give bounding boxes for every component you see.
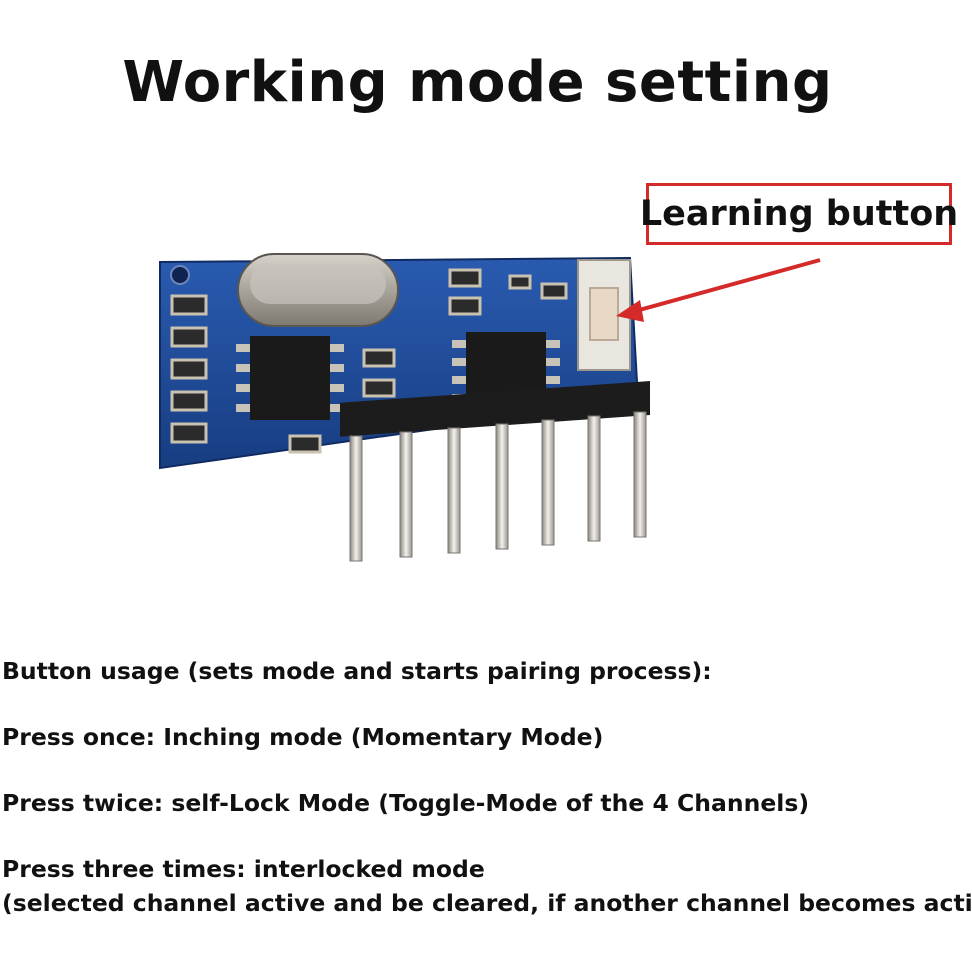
ic-chip-1: [236, 336, 344, 420]
page-title: Working mode setting: [122, 50, 833, 115]
callout-label: Learning button: [639, 194, 959, 234]
smd-components-left: [170, 294, 208, 444]
learning-button: [577, 259, 631, 371]
press-once-text: Press once: Inching mode (Momentary Mode…: [2, 723, 604, 751]
pin-header: [340, 381, 650, 562]
instructions-heading: Button usage (sets mode and starts pairi…: [2, 657, 712, 685]
press-three-times-text: Press three times: interlocked mode: [2, 855, 485, 883]
arrow-icon: [616, 258, 821, 322]
crystal-oscillator: [237, 253, 399, 327]
press-three-times-note: (selected channel active and be cleared,…: [2, 889, 972, 917]
mount-hole: [170, 265, 190, 285]
learning-button-callout: Learning button: [640, 183, 958, 245]
press-twice-text: Press twice: self-Lock Mode (Toggle-Mode…: [2, 789, 810, 817]
receiver-module-image: [159, 253, 821, 562]
smd-components-center: [288, 268, 568, 454]
